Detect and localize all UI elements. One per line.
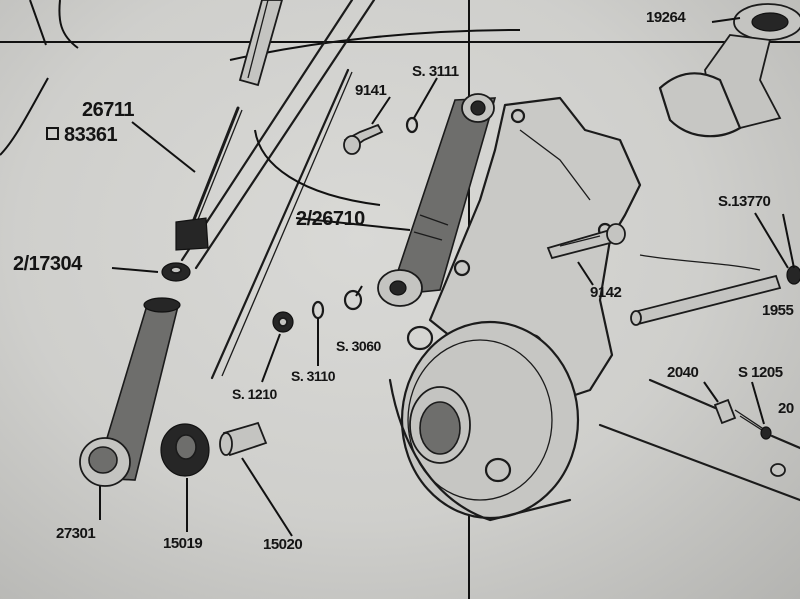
label-s1210: S. 1210 <box>232 386 277 402</box>
label-2-17304: 2/17304 <box>13 253 82 275</box>
long-rod <box>238 0 283 87</box>
label-2-26710: 2/26710 <box>296 208 365 230</box>
bushing-and-sleeve <box>160 421 268 477</box>
label-1955: 1955 <box>762 302 794 319</box>
label-20: 20 <box>778 400 794 417</box>
flange-drum <box>388 320 580 522</box>
cable-assembly <box>598 378 800 502</box>
pivot-arm <box>377 93 497 307</box>
label-15019: 15019 <box>163 535 203 552</box>
label-s13770: S.13770 <box>718 193 771 210</box>
leader-lines <box>99 17 795 537</box>
tube-part <box>79 297 181 487</box>
label-19264: 19264 <box>646 9 686 26</box>
label-27301: 27301 <box>56 525 96 542</box>
label-s1205: S 1205 <box>738 364 783 381</box>
bolt-9142 <box>546 223 626 260</box>
label-83361-text: 83361 <box>64 124 118 146</box>
label-s3110: S. 3110 <box>291 368 336 384</box>
label-15020: 15020 <box>263 536 303 553</box>
threaded-stud <box>161 106 243 282</box>
label-9142: 9142 <box>590 284 622 301</box>
label-9141: 9141 <box>355 82 387 99</box>
square-marker-icon <box>46 127 59 140</box>
bolt-9141 <box>343 123 384 155</box>
elbow-pipe <box>658 3 800 138</box>
label-s3060: S. 3060 <box>336 338 381 354</box>
label-26711: 26711 <box>82 99 135 121</box>
shaft-1955 <box>630 254 800 326</box>
label-s3111: S. 3111 <box>412 63 459 80</box>
tie-rods <box>180 0 381 380</box>
label-83361: 83361 <box>46 124 118 147</box>
label-2040: 2040 <box>667 364 699 381</box>
